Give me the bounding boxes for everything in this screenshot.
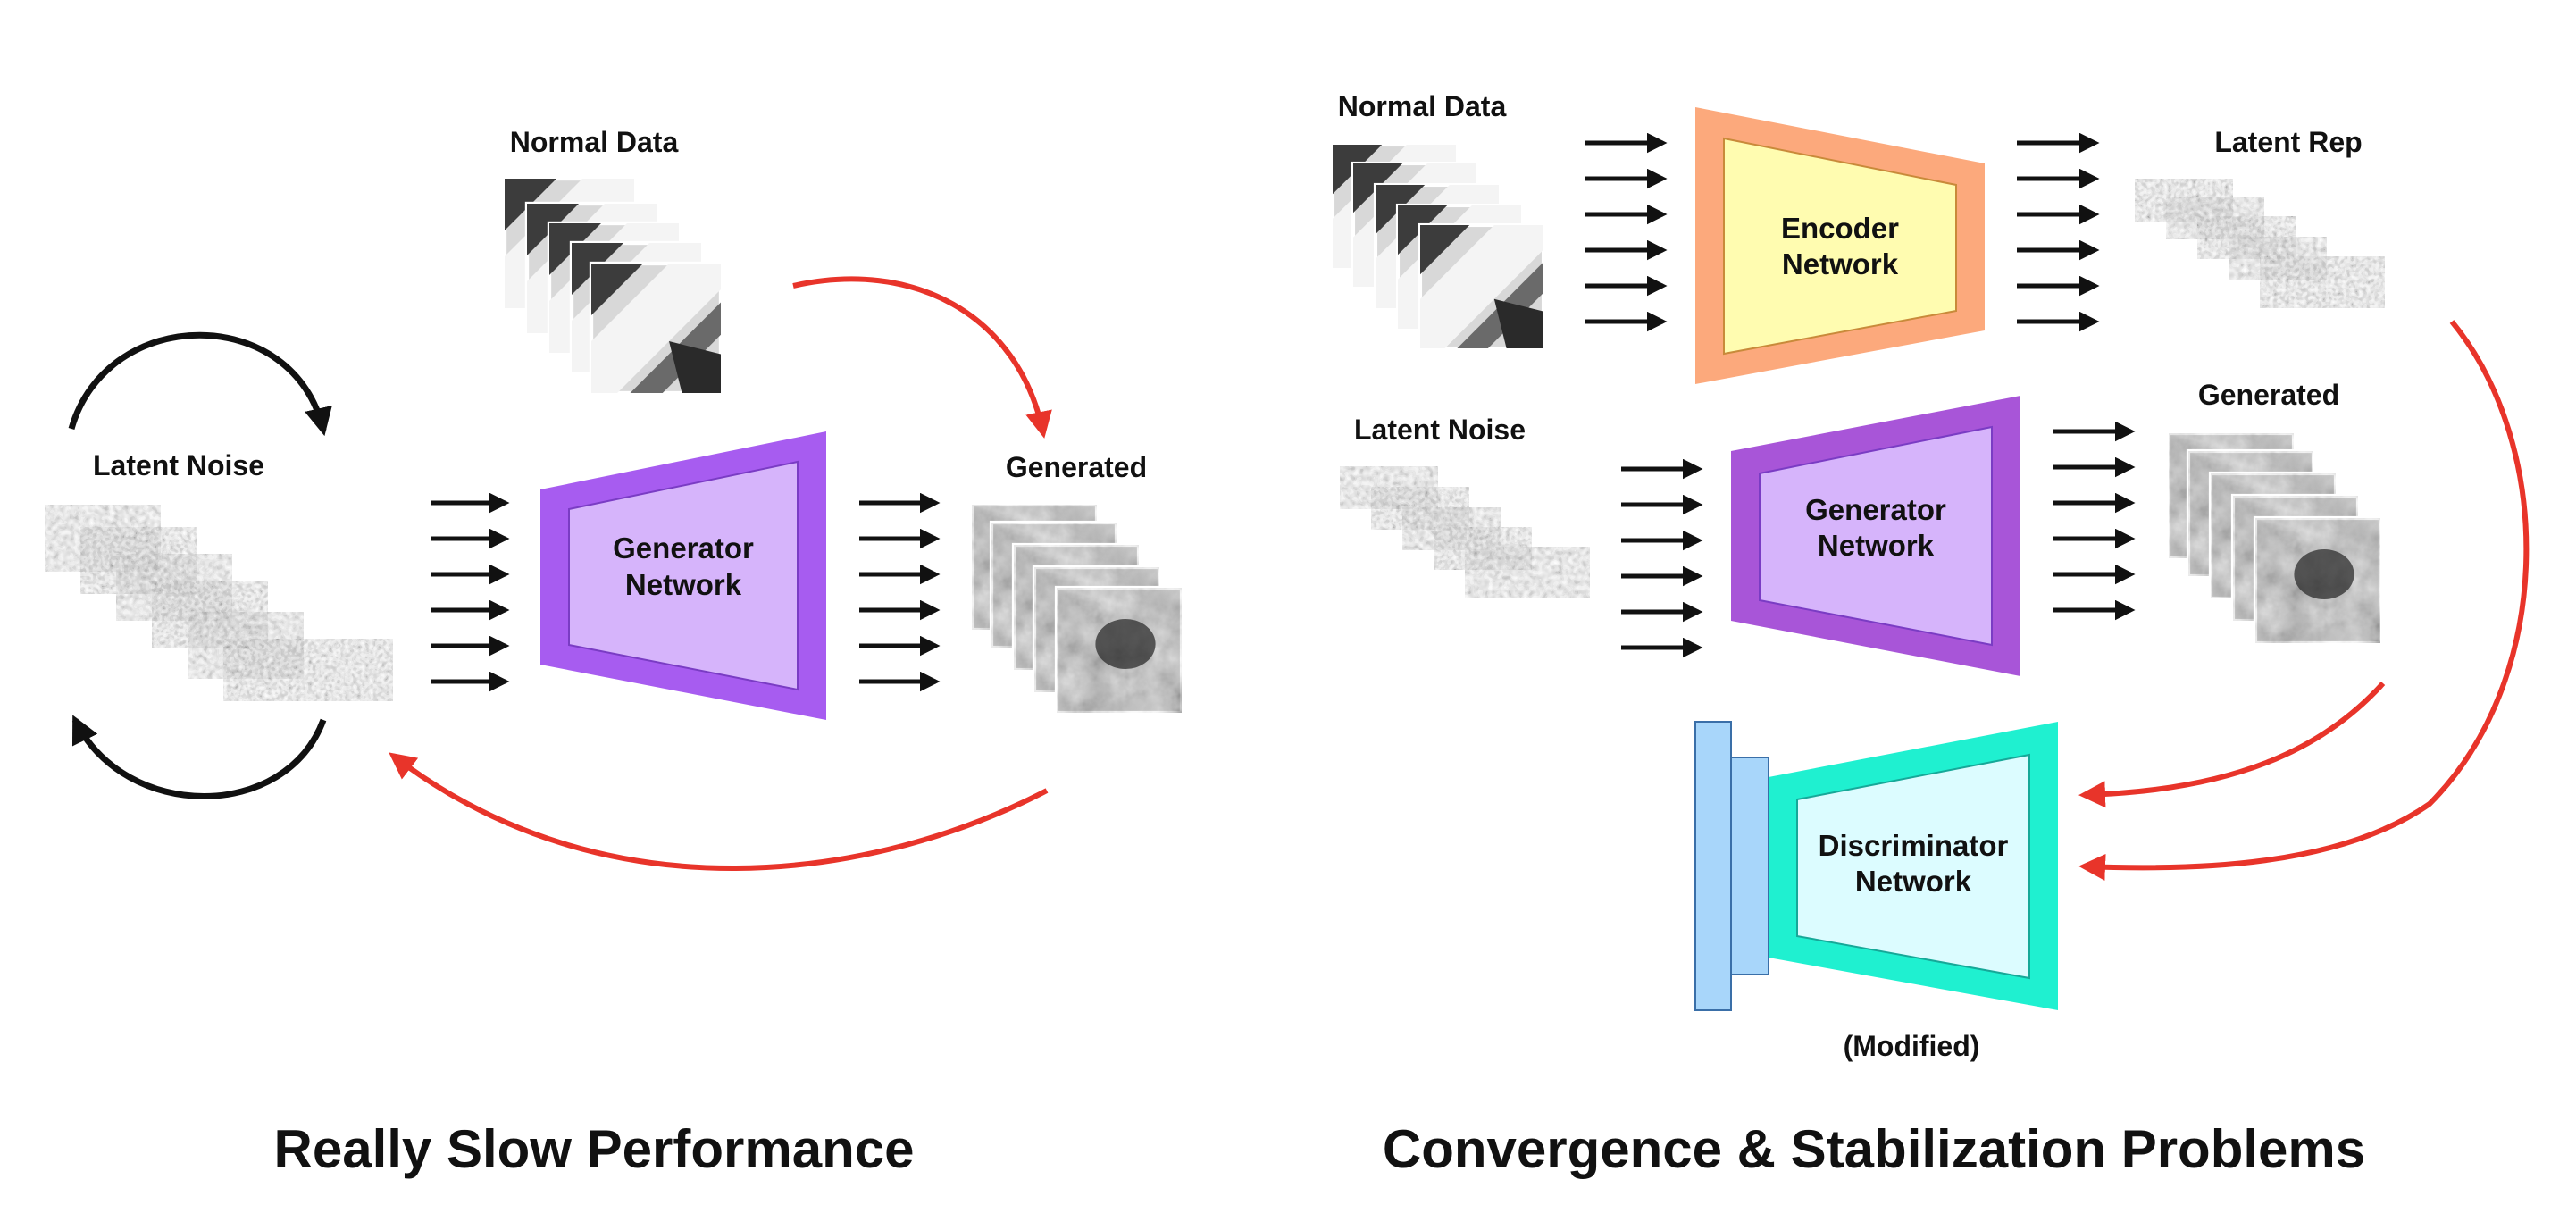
red-feedback-arrow [792,276,1052,439]
latent-noise-label: Latent Noise [1354,414,1526,446]
red-feedback-arrow [389,752,1049,871]
red-feedback-arrow [2078,681,2386,808]
left-panel: Latent Noise Normal Data [43,126,1182,1179]
generated-image-stack-icon [972,505,1182,713]
generator-network: Generator Network [540,431,826,720]
noise-image-stack-icon [2133,177,2387,310]
generator-label-line1: Generator [1805,493,1946,526]
noise-image-stack-icon [43,503,395,703]
generator-label-line1: Generator [613,531,754,565]
discriminator-label-line2: Network [1855,865,1972,898]
flow-arrows-icon [1585,132,1668,332]
flow-arrows-icon [1621,458,1703,658]
data-image-stack-icon [505,179,721,393]
discriminator-network: Discriminator Network [1694,721,2058,1011]
flow-arrows-icon [431,492,510,692]
right-panel: Normal Data Encoder Network [1333,90,2530,1179]
generator-label-line2: Network [625,568,742,601]
flow-arrows-icon [2017,132,2100,332]
encoder-network: Encoder Network [1695,107,1985,384]
normal-data-label: Normal Data [1338,90,1507,122]
modified-label: (Modified) [1844,1030,1980,1062]
flow-arrows-icon [859,492,941,692]
red-feedback-arrow [2078,320,2530,881]
right-caption: Convergence & Stabilization Problems [1383,1119,2365,1179]
noise-image-stack-icon [1338,464,1592,600]
latent-noise-label: Latent Noise [93,449,264,481]
flow-arrows-icon [2053,421,2136,621]
generated-image-stack-icon [2169,433,2380,643]
discriminator-label-line1: Discriminator [1819,829,2009,862]
cycle-arrow-icon [71,715,327,799]
cycle-arrow-icon [68,331,332,437]
data-image-stack-icon [1333,145,1543,348]
generated-label: Generated [1006,451,1147,483]
encoder-label-line1: Encoder [1781,212,1899,245]
generated-label: Generated [2198,379,2339,411]
left-caption: Really Slow Performance [274,1119,915,1179]
generator-network: Generator Network [1731,396,2020,676]
latent-rep-label: Latent Rep [2214,126,2362,158]
normal-data-label: Normal Data [510,126,679,158]
encoder-label-line2: Network [1782,247,1899,280]
generator-label-line2: Network [1818,529,1935,562]
